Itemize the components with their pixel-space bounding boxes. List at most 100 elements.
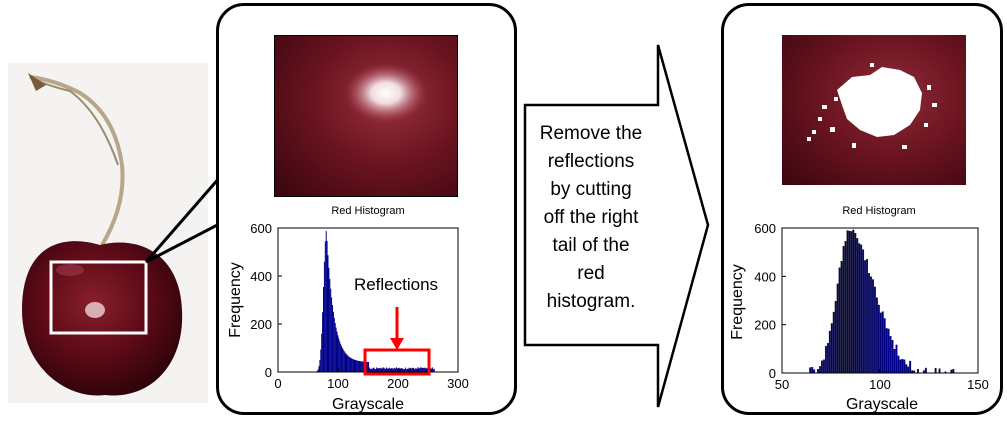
- histogram-bar: [391, 368, 392, 372]
- histogram-bar: [823, 360, 825, 373]
- description-line: histogram.: [528, 288, 654, 316]
- histogram-bar: [413, 368, 414, 372]
- histogram-bar: [337, 332, 338, 372]
- left-histogram-title: Red Histogram: [331, 205, 404, 217]
- histogram-bar: [416, 368, 417, 372]
- histogram-bar: [337, 335, 338, 372]
- histogram-bar: [355, 360, 356, 372]
- histogram-bar: [817, 369, 819, 373]
- histogram-bar: [388, 369, 389, 372]
- histogram-bar: [391, 368, 392, 372]
- description-line: reflections: [528, 148, 654, 176]
- histogram-bar: [379, 368, 380, 372]
- description-line: red: [528, 260, 654, 288]
- histogram-bar: [335, 323, 336, 372]
- histogram-bar: [327, 241, 328, 372]
- histogram-bar: [900, 360, 902, 373]
- histogram-bar: [858, 244, 860, 373]
- histogram-bar: [427, 368, 428, 372]
- histogram-bar: [324, 262, 325, 372]
- histogram-bar: [319, 366, 320, 372]
- right-histogram-xlabel: Grayscale: [846, 396, 918, 413]
- histogram-bar: [326, 231, 327, 372]
- y-tick-label: 400: [754, 269, 776, 284]
- histogram-bar: [833, 312, 835, 373]
- histogram-bar: [880, 313, 882, 373]
- histogram-bar: [349, 357, 350, 372]
- histogram-bar: [392, 369, 393, 372]
- histogram-bar: [896, 345, 898, 373]
- histogram-bar: [809, 368, 811, 373]
- histogram-bar: [333, 312, 334, 372]
- histogram-bar: [878, 305, 880, 373]
- right-histogram-ylabel: Frequency: [729, 264, 746, 340]
- x-tick-label: 50: [775, 377, 789, 392]
- histogram-bar: [319, 360, 320, 372]
- histogram-bar: [418, 368, 419, 372]
- left-histogram-chart: Red Histogram Frequency Grayscale 010020…: [222, 200, 512, 415]
- histogram-bar: [361, 361, 362, 372]
- histogram-bar: [329, 279, 330, 372]
- histogram-bar: [425, 368, 426, 372]
- histogram-bar: [419, 368, 420, 372]
- histogram-bar: [400, 368, 401, 372]
- histogram-bar: [939, 369, 941, 373]
- histogram-bar: [341, 346, 342, 372]
- process-description: Remove the reflections by cutting off th…: [528, 120, 654, 316]
- histogram-bar: [387, 369, 388, 372]
- histogram-bar: [432, 367, 433, 372]
- description-line: off the right: [528, 204, 654, 232]
- description-line: by cutting: [528, 176, 654, 204]
- histogram-bar: [367, 362, 368, 372]
- histogram-bar: [409, 368, 410, 372]
- histogram-bar: [819, 366, 821, 373]
- histogram-bar: [904, 360, 906, 373]
- reflections-label: Reflections: [354, 275, 438, 294]
- histogram-bar: [424, 368, 425, 372]
- histogram-bar: [837, 284, 839, 373]
- histogram-bar: [320, 350, 321, 372]
- histogram-bar: [898, 356, 900, 373]
- histogram-bar: [843, 246, 845, 373]
- histogram-bar: [322, 312, 323, 372]
- histogram-bar: [876, 298, 878, 373]
- histogram-bar: [841, 261, 843, 373]
- histogram-bar: [418, 367, 419, 372]
- histogram-bar: [346, 355, 347, 372]
- histogram-bar: [378, 368, 379, 372]
- x-tick-label: 100: [327, 376, 349, 391]
- histogram-bar: [855, 233, 857, 373]
- histogram-bar: [323, 287, 324, 372]
- left-histogram-ylabel: Frequency: [227, 262, 244, 338]
- histogram-bar: [386, 368, 387, 372]
- histogram-bar: [827, 343, 829, 373]
- histogram-bar: [909, 361, 911, 373]
- histogram-bar: [892, 340, 894, 373]
- histogram-bar: [345, 352, 346, 372]
- histogram-bar: [340, 344, 341, 372]
- histogram-bar: [395, 369, 396, 372]
- y-tick-label: 0: [769, 366, 776, 381]
- y-tick-label: 400: [250, 269, 272, 284]
- histogram-bar: [380, 368, 381, 372]
- histogram-bar: [336, 328, 337, 372]
- x-tick-label: 200: [387, 376, 409, 391]
- histogram-bar: [851, 231, 853, 373]
- histogram-bar: [373, 368, 374, 372]
- histogram-bar: [888, 329, 890, 373]
- histogram-bar: [376, 367, 377, 372]
- right-histogram-title: Red Histogram: [842, 205, 915, 217]
- histogram-bar: [338, 338, 339, 372]
- histogram-bar: [389, 368, 390, 372]
- y-tick-label: 600: [754, 221, 776, 236]
- histogram-bar: [412, 368, 413, 372]
- histogram-bar: [894, 349, 896, 373]
- x-tick-label: 100: [869, 377, 891, 392]
- histogram-bar: [853, 230, 855, 373]
- histogram-bar: [350, 358, 351, 372]
- histogram-bar: [420, 367, 421, 372]
- histogram-bar: [355, 360, 356, 372]
- histogram-bar: [401, 368, 402, 372]
- histogram-bar: [399, 368, 400, 372]
- histogram-bar: [357, 361, 358, 372]
